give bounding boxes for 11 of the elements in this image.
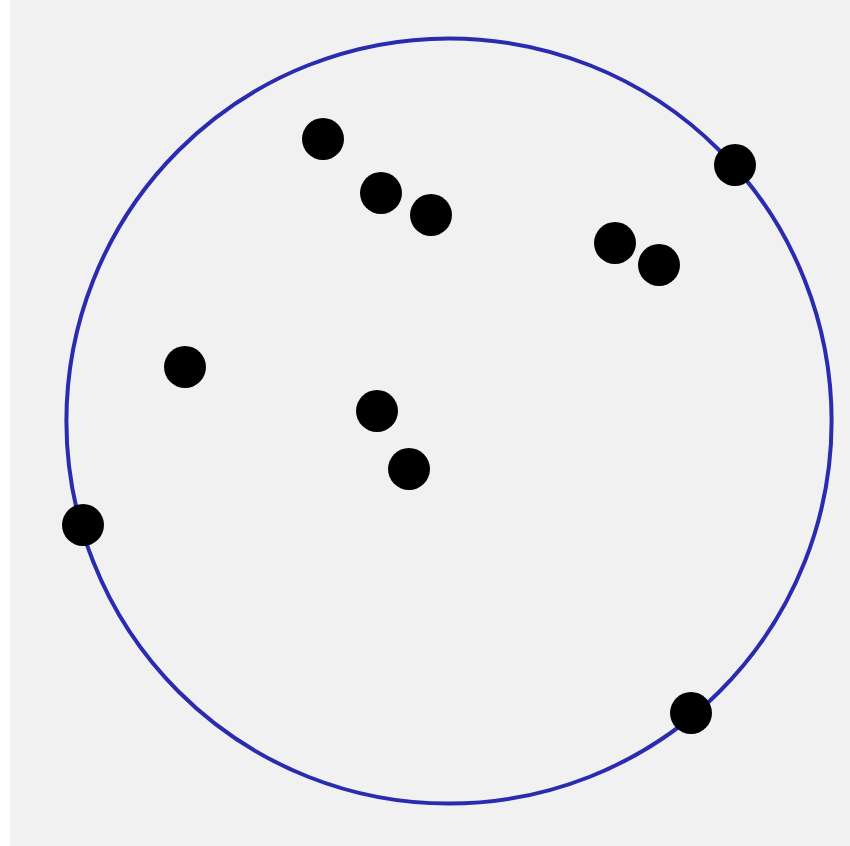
point-dot (713, 143, 755, 185)
point-dot (301, 117, 343, 159)
point-dot (61, 503, 103, 545)
point-dot (163, 345, 205, 387)
point-dot (593, 221, 635, 263)
point-dot (359, 171, 401, 213)
point-dot (387, 447, 429, 489)
point-dot (355, 389, 397, 431)
point-dot (637, 243, 679, 285)
point-dot (409, 193, 451, 235)
enclosing-circle (64, 36, 834, 806)
